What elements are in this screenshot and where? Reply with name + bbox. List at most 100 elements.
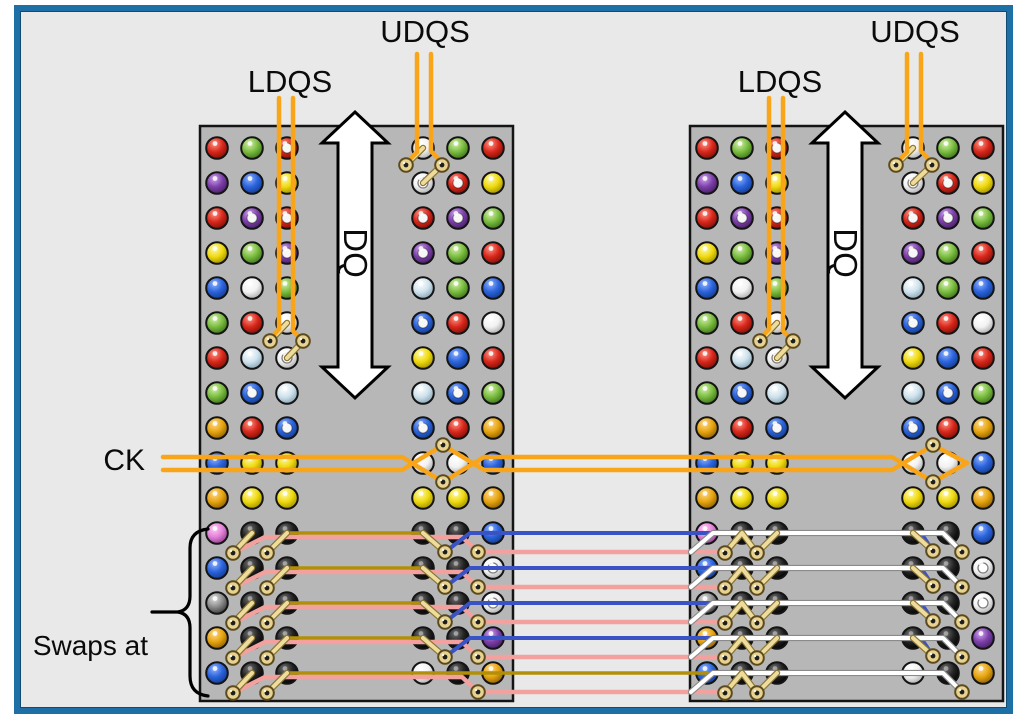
- ball-red: [205, 346, 229, 370]
- ball-green: [240, 136, 264, 160]
- via-glint: [438, 161, 442, 165]
- gold-jumper-trace: [723, 601, 779, 625]
- ball-highlight: [212, 211, 218, 216]
- ball-highlight: [702, 526, 708, 531]
- ball-highlight: [488, 386, 494, 391]
- via-glint: [929, 617, 933, 621]
- ball-highlight: [772, 491, 778, 496]
- ball-highlight: [978, 246, 984, 251]
- via-glint: [721, 689, 725, 693]
- ball-silver: [901, 276, 925, 300]
- via-glint: [929, 652, 933, 656]
- ball-highlight: [212, 666, 218, 671]
- ball-silver: [901, 381, 925, 405]
- ball-highlight: [772, 281, 778, 286]
- ball-highlight: [488, 176, 494, 181]
- ball-highlight: [212, 421, 218, 426]
- ball-purple: [971, 626, 995, 650]
- ball-highlight: [247, 246, 253, 251]
- ball-highlight: [488, 141, 494, 146]
- ball-yellow: [730, 486, 754, 510]
- ball-highlight: [702, 176, 708, 181]
- ball-highlight: [978, 491, 984, 496]
- ball-highlight: [737, 141, 743, 146]
- ball-red: [695, 136, 719, 160]
- ball-highlight: [282, 211, 288, 216]
- ball-highlight: [702, 596, 708, 601]
- ball-highlight: [488, 211, 494, 216]
- ball-highlight: [418, 631, 424, 636]
- ball-highlight: [978, 281, 984, 286]
- ball-green: [971, 381, 995, 405]
- ball-highlight: [943, 666, 949, 671]
- via-glint: [441, 583, 445, 587]
- ball-highlight: [453, 526, 459, 531]
- ball-highlight: [418, 421, 424, 426]
- ball-highlight: [453, 456, 459, 461]
- ball-yellow: [446, 486, 470, 510]
- ball-highlight: [908, 596, 914, 601]
- ball-highlight: [247, 596, 253, 601]
- ball-green: [446, 136, 470, 160]
- dq-arrow: [318, 109, 392, 401]
- ball-highlight: [737, 666, 743, 671]
- ball-highlight: [943, 526, 949, 531]
- ball-highlight: [943, 456, 949, 461]
- ball-highlight: [772, 526, 778, 531]
- ball-highlight: [978, 351, 984, 356]
- ball-highlight: [908, 386, 914, 391]
- ball-highlight: [247, 141, 253, 146]
- ball-green: [446, 276, 470, 300]
- ball-highlight: [418, 351, 424, 356]
- ball-highlight: [737, 421, 743, 426]
- ball-yellow: [901, 486, 925, 510]
- white-trace: [689, 531, 964, 554]
- ball-highlight: [908, 281, 914, 286]
- ball-purple: [695, 171, 719, 195]
- ball-silver: [765, 381, 789, 405]
- ball-red: [695, 346, 719, 370]
- ball-highlight: [737, 246, 743, 251]
- via-glint: [441, 618, 445, 622]
- ball-highlight: [247, 281, 253, 286]
- ball-highlight: [702, 246, 708, 251]
- ball-orange: [205, 486, 229, 510]
- ball-orange: [481, 416, 505, 440]
- ball-blue: [695, 276, 719, 300]
- ball-yellow: [411, 486, 435, 510]
- via-glint: [753, 619, 757, 623]
- ball-highlight: [453, 281, 459, 286]
- ball-highlight: [488, 421, 494, 426]
- ball-green: [205, 381, 229, 405]
- ball-blue: [205, 661, 229, 685]
- ball-highlight: [282, 561, 288, 566]
- ball-highlight: [702, 666, 708, 671]
- ball-highlight: [908, 211, 914, 216]
- via-glint: [263, 584, 267, 588]
- ball-green: [481, 206, 505, 230]
- ball-highlight: [453, 246, 459, 251]
- ball-highlight: [702, 141, 708, 146]
- ball-highlight: [978, 386, 984, 391]
- ball-yellow: [275, 486, 299, 510]
- ball-highlight: [908, 666, 914, 671]
- ball-highlight: [247, 666, 253, 671]
- ball-magenta: [205, 521, 229, 545]
- dq-arrows: [318, 109, 882, 401]
- ball-highlight: [282, 631, 288, 636]
- ball-highlight: [978, 631, 984, 636]
- pink-swap-trace: [230, 674, 728, 696]
- ball-red: [446, 311, 470, 335]
- ball-highlight: [212, 141, 218, 146]
- ball-highlight: [418, 281, 424, 286]
- ball-highlight: [737, 526, 743, 531]
- ball-highlight: [282, 421, 288, 426]
- ball-highlight: [212, 281, 218, 286]
- via-glint: [474, 618, 478, 622]
- ball-silver: [411, 381, 435, 405]
- ball-highlight: [978, 421, 984, 426]
- ball-highlight: [453, 666, 459, 671]
- ball-highlight: [737, 596, 743, 601]
- ball-orange: [971, 416, 995, 440]
